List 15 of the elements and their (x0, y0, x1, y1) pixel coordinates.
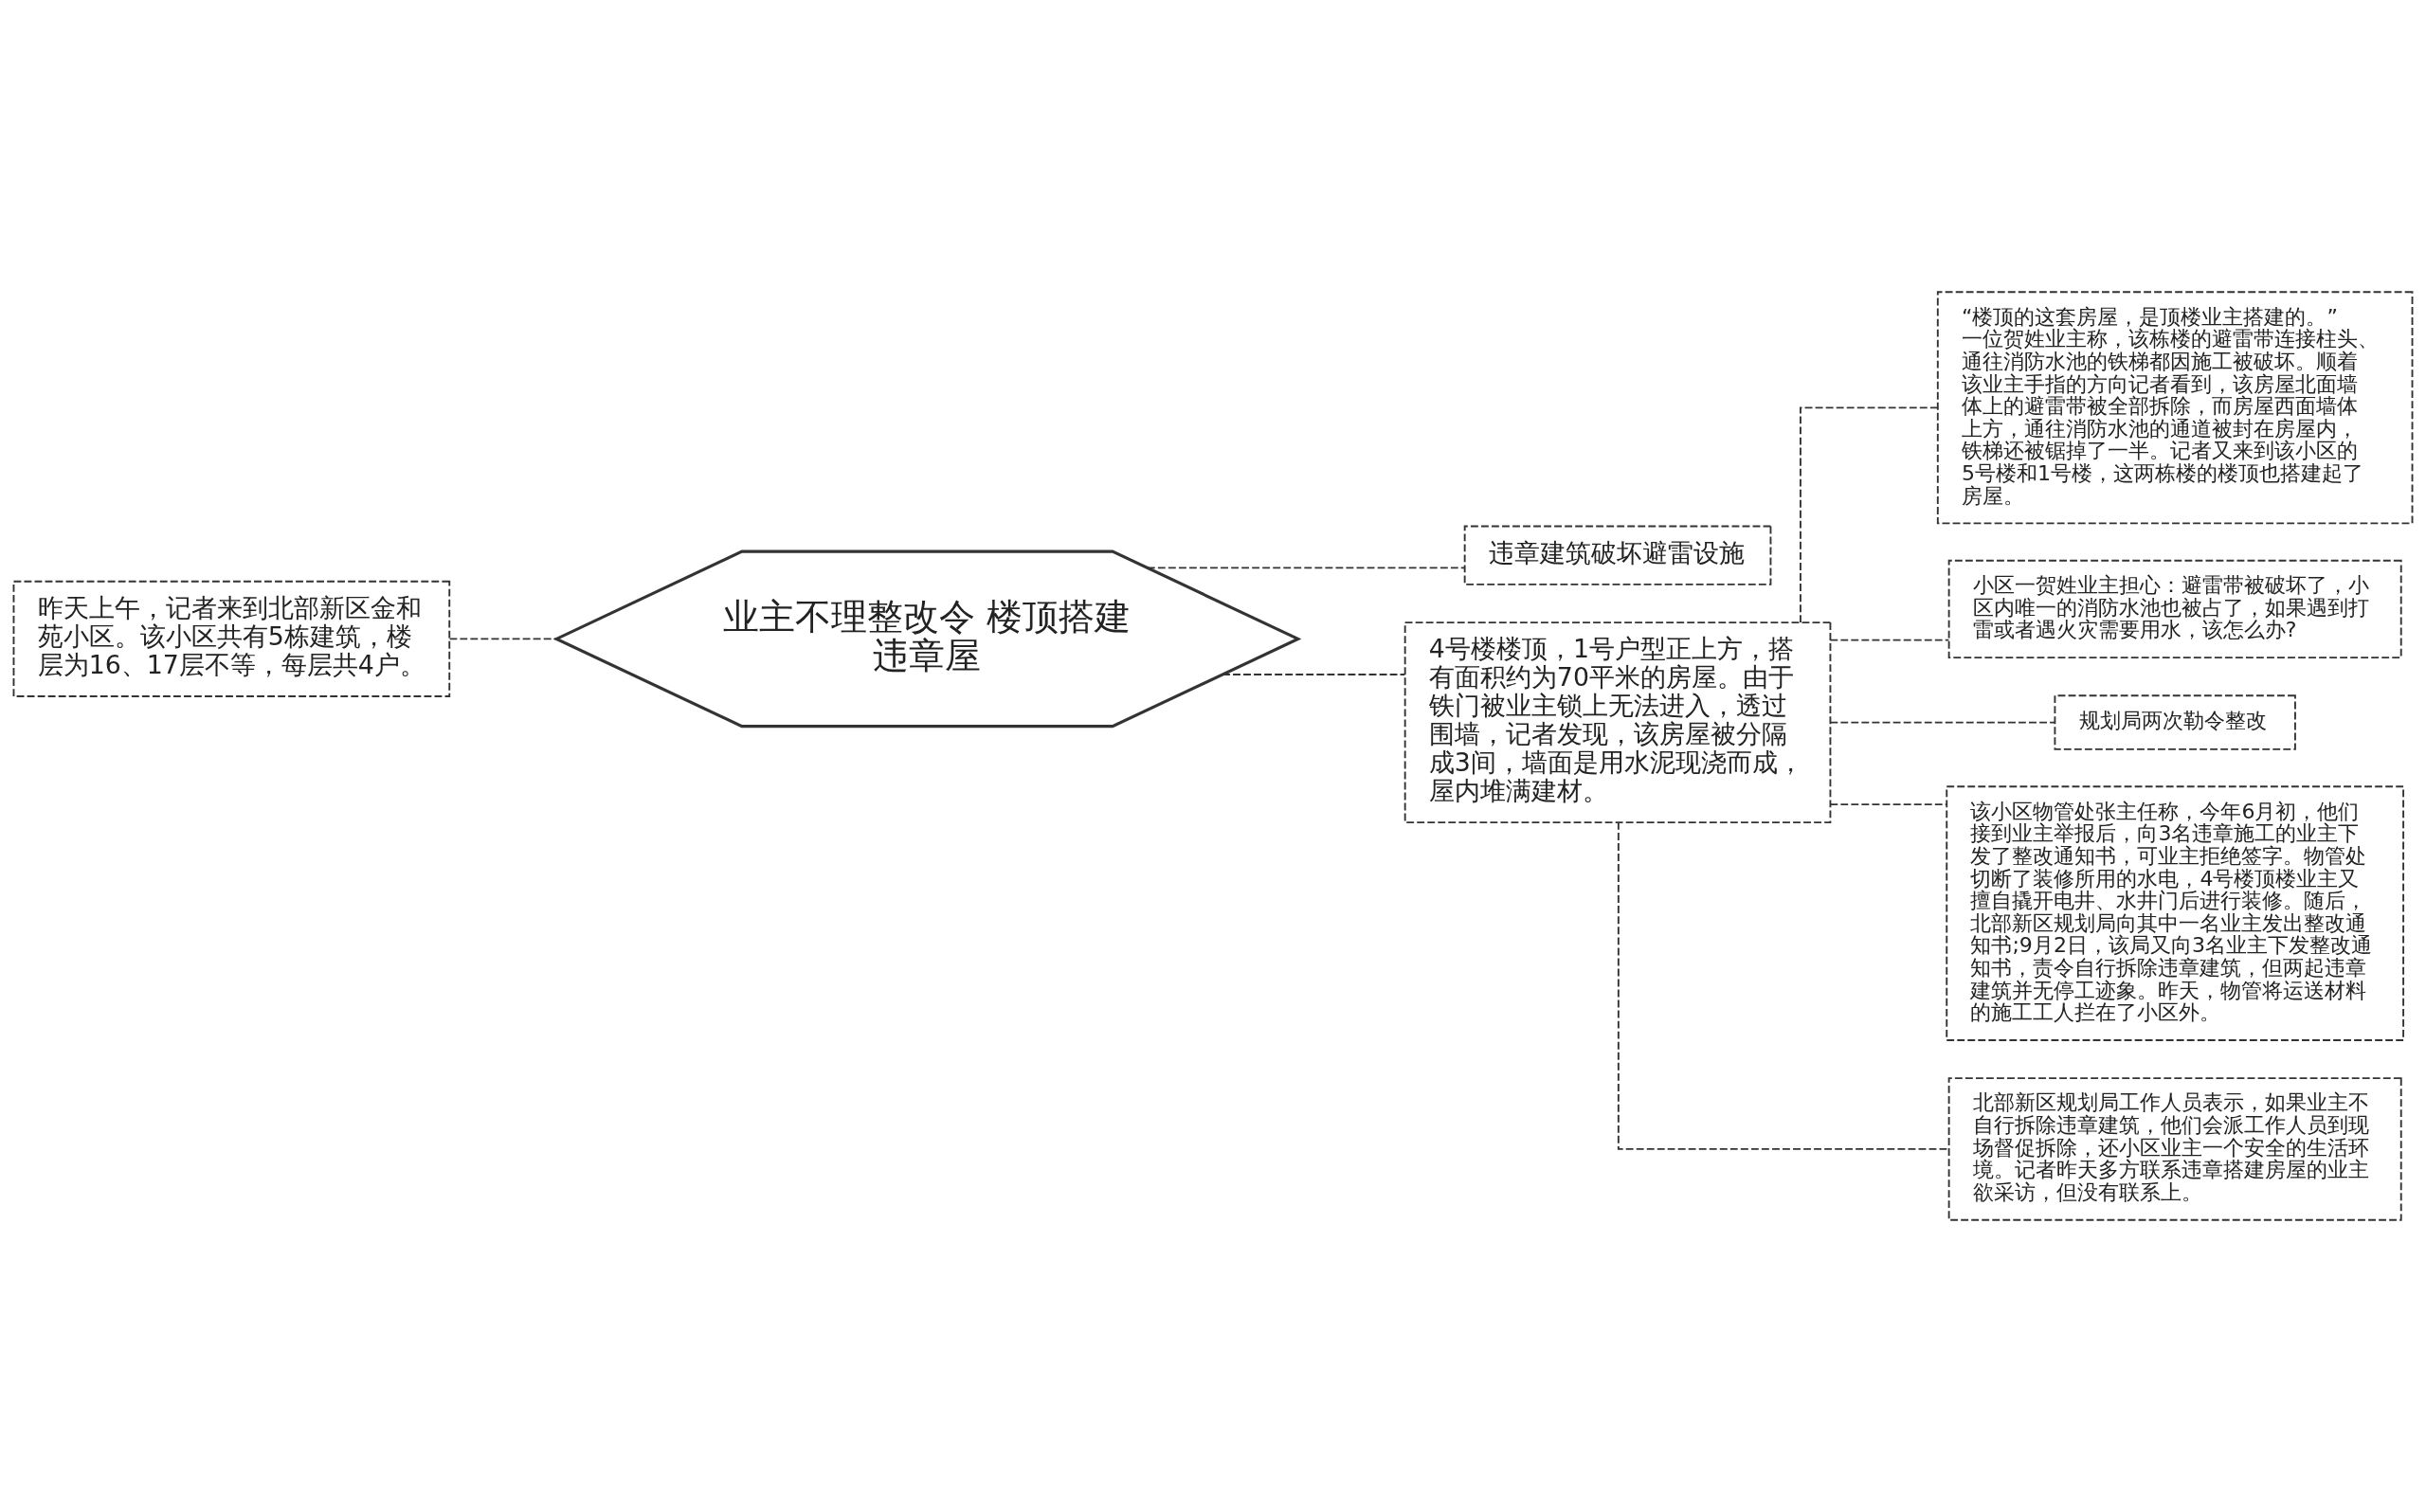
node-box: 违章建筑破坏避雷设施 (1463, 525, 1772, 585)
connector (1829, 803, 1947, 806)
node-box: 4号楼楼顶，1号户型正上方，搭有面积约为70平米的房屋。由于铁门被业主锁上无法进入，透过围墙，记者发现，该房屋被分隔成3间，墙面是用水泥现浇而成，屋内堆满建材。 (1403, 621, 1832, 823)
node-box: 规划局两次勒令整改 (2054, 694, 2296, 750)
node-box: “楼顶的这套房屋，是顶楼业主搭建的。”一位贺姓业主称，该栋楼的避雷带连接柱头、通往消防水池的铁梯都因施工被破坏。顺着该业主手指的方向记者看到，该房屋北面墙体上的避雷带被全部拆除，而房屋西面墙体上方，通往消防水池的通道被封在房屋内，铁梯还被锯掉了一半。记者又来到该小区的5号楼和1号楼，这两栋楼的楼顶也搭建起了房屋。 (1936, 291, 2414, 525)
node-box: 昨天上午，记者来到北部新区金和苑小区。该小区共有5栋建筑，楼层为16、17层不等，每层共4户。 (12, 580, 451, 697)
connector (1147, 567, 1466, 569)
node-box: 北部新区规划局工作人员表示，如果业主不自行拆除违章建筑，他们会派工作人员到现场督促拆除，还小区业主一个安全的生活环境。记者昨天多方联系违章搭建房屋的业主欲采访，但没有联系上。 (1947, 1077, 2402, 1221)
connector (1800, 406, 1939, 623)
node-box: 小区一贺姓业主担心：避雷带被破坏了，小区内唯一的消防水池也被占了，如果遇到打雷或者遇火灾需要用水，该怎么办? (1947, 559, 2402, 659)
connector (1829, 721, 2056, 724)
connector (1222, 674, 1406, 675)
connector (1829, 639, 1950, 641)
connector (448, 638, 558, 640)
node-box: 该小区物管处张主任称，今年6月初，他们接到业主举报后，向3名违章施工的业主下发了整改通知书，可业主拒绝签字。物管处切断了装修所用的水电，4号楼顶楼业主又擅自撬开电井、水井门后进行装修。随后，北部新区规划局向其中一名业主发出整改通知书;9月2日，该局又向3名业主下发整改通知书，责令自行拆除违章建筑，但两起违章建筑并无停工迹象。昨天，物管将运送材料的施工工人拦在了小区外。 (1946, 785, 2405, 1041)
